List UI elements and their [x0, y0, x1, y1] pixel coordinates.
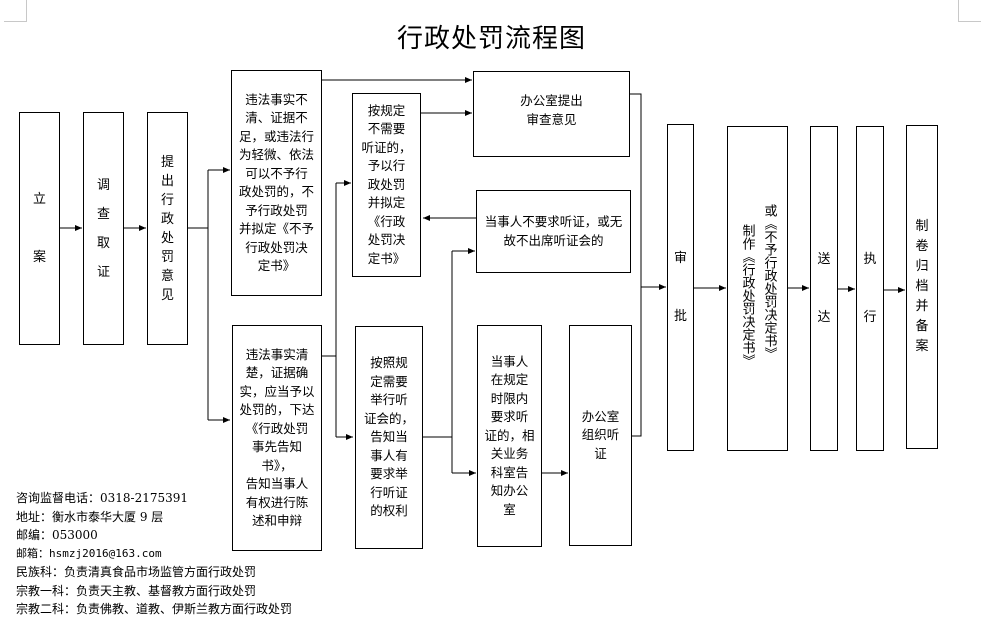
- box-zhizuo-jueding-shu: 或《不予行政处罚决定书》 制作《行政处罚决定书》: [727, 126, 788, 451]
- zhizuo-text-col-right: 或《不予行政处罚决定书》: [761, 204, 777, 360]
- box-zuzhi-tingzheng: 办公室 组织听 证: [569, 325, 632, 546]
- box-songda: 送 达: [810, 126, 838, 451]
- contact-address: 地址：衡水市泰华大厦 9 层: [16, 509, 164, 524]
- box-xuyao-tingzheng: 按照规 定需要 举行听 证会的， 告知当 事人有 要求举 行听证 的权利: [355, 326, 423, 549]
- box-weifa-qingchu: 违法事实清 楚，证据确 实，应当予以 处罚的，下达 《行政处罚 事先告知书》， …: [232, 325, 322, 551]
- box-li-an: 立 案: [19, 112, 60, 345]
- corner-mark-top-left: [4, 0, 27, 22]
- box-bu-yaoqiu-tingzheng: 当事人不要求听证，或无 故不出席听证会的: [476, 190, 631, 273]
- dept-minzu: 民族科：负责清真食品市场监管方面行政处罚: [16, 565, 257, 579]
- zhizuo-text-col-left: 制作《行政处罚决定书》: [739, 224, 755, 367]
- box-shenpi: 审 批: [667, 124, 694, 451]
- contact-postcode: 邮编：053000: [16, 528, 98, 542]
- contact-email: 邮箱：hsmzj2016@163.com: [16, 546, 162, 560]
- corner-mark-top-right: [958, 0, 981, 22]
- contact-phone: 咨询监督电话：0318-2175391: [16, 491, 189, 505]
- box-zhixing: 执 行: [856, 126, 884, 451]
- dept-zongjiao-1: 宗教一科：负责天主教、基督教方面行政处罚: [16, 583, 257, 598]
- box-bangongshi-shencha: 办公室提出 审查意见: [473, 71, 630, 157]
- box-diaocha-quzheng: 调 查 取 证: [83, 112, 124, 345]
- box-weifa-buqing: 违法事实不 清、证据不 足，或违法行 为轻微、依法 可以不予行 政处罚的，不 予…: [231, 70, 322, 296]
- box-buxuyao-tingzheng: 按规定 不需要 听证的， 予以行 政处罚 并拟定 《行政 处罚决 定书》: [352, 93, 421, 277]
- box-zhijuan-guidang: 制 卷 归 档 并 备 案: [906, 125, 938, 449]
- box-yaoqiu-tingzheng: 当事人 在规定 时限内 要求听 证的，相 关业务 科室告 知办公 室: [477, 325, 542, 547]
- box-tichu-yijian: 提 出 行 政 处 罚 意 见: [147, 112, 188, 345]
- contact-info: 咨询监督电话：0318-2175391 地址：衡水市泰华大厦 9 层 邮编：05…: [16, 489, 292, 619]
- page-title: 行政处罚流程图: [396, 24, 586, 54]
- dept-zongjiao-2: 宗教二科：负责佛教、道教、伊斯兰教方面行政处罚: [16, 602, 293, 616]
